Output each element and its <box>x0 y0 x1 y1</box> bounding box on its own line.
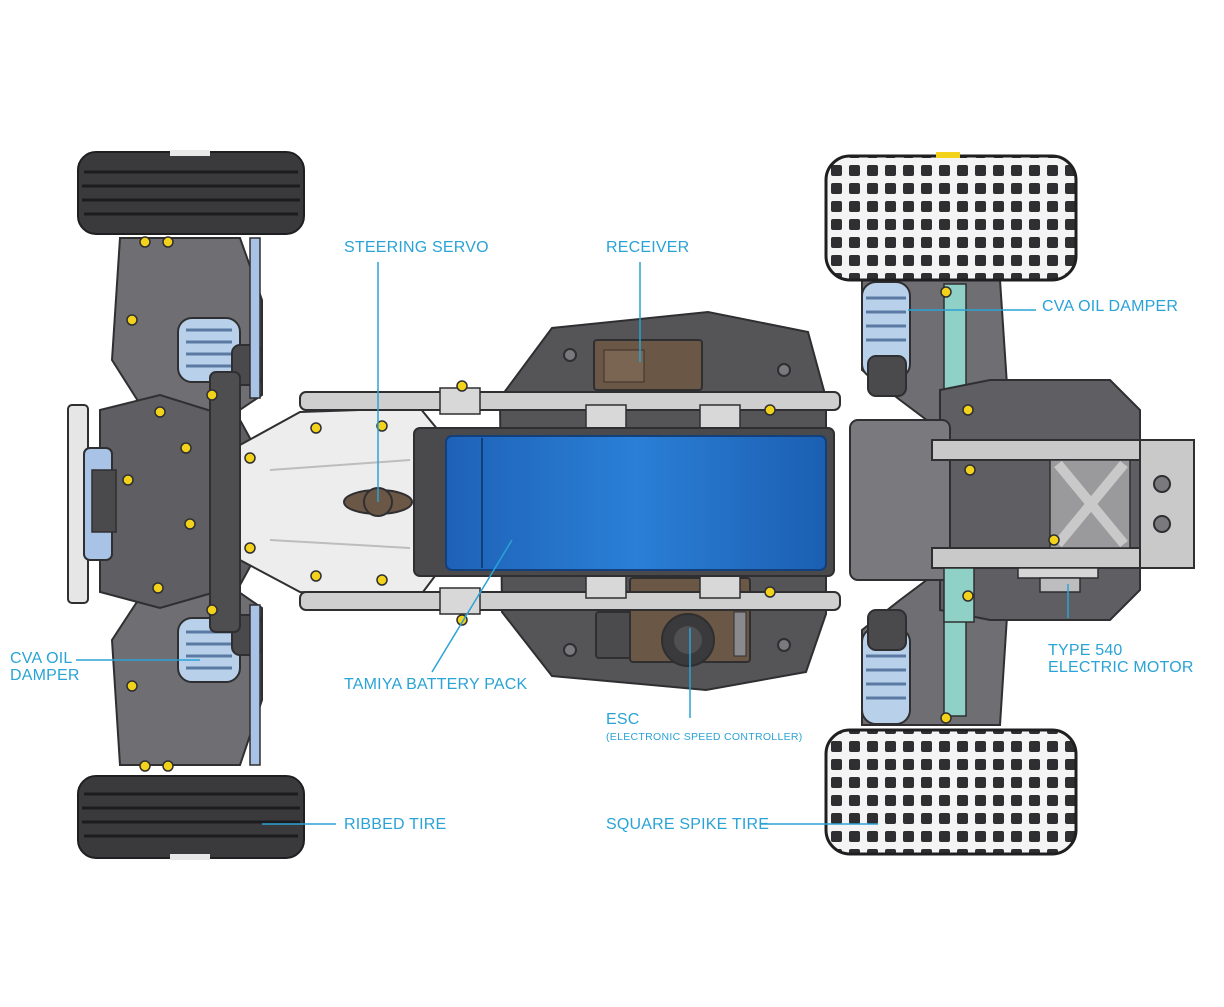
rear-tire-bottom <box>824 728 1078 856</box>
label-cva-oil-damper-front-line1: CVA OIL <box>10 650 73 667</box>
label-receiver: RECEIVER <box>606 239 690 256</box>
label-cva-oil-damper-rear: CVA OIL DAMPER <box>1042 298 1179 315</box>
front-tire-bottom <box>77 775 305 860</box>
label-cva-oil-damper-front-line2: DAMPER <box>10 667 80 684</box>
rear-frame <box>931 439 1195 569</box>
label-type-540-line1: TYPE 540 <box>1048 642 1123 659</box>
label-steering-servo: STEERING SERVO <box>344 239 489 256</box>
label-esc-full: (ELECTRONIC SPEED CONTROLLER) <box>606 731 803 743</box>
screws <box>122 236 1060 772</box>
rear-damper-top <box>861 281 911 397</box>
label-tamiya-battery-pack: TAMIYA BATTERY PACK <box>344 676 528 693</box>
label-ribbed-tire: RIBBED TIRE <box>344 816 447 833</box>
label-esc: ESC <box>606 711 640 728</box>
front-tire-top <box>77 150 305 235</box>
electric-motor <box>1017 567 1099 593</box>
side-rails <box>299 387 841 615</box>
rear-damper-bottom <box>861 609 911 725</box>
battery-pack <box>445 435 827 571</box>
label-type-540-line2: ELECTRIC MOTOR <box>1048 659 1194 676</box>
label-square-spike-tire: SQUARE SPIKE TIRE <box>606 816 770 833</box>
rear-tire-top <box>824 152 1078 282</box>
leader-lines <box>76 262 1069 825</box>
